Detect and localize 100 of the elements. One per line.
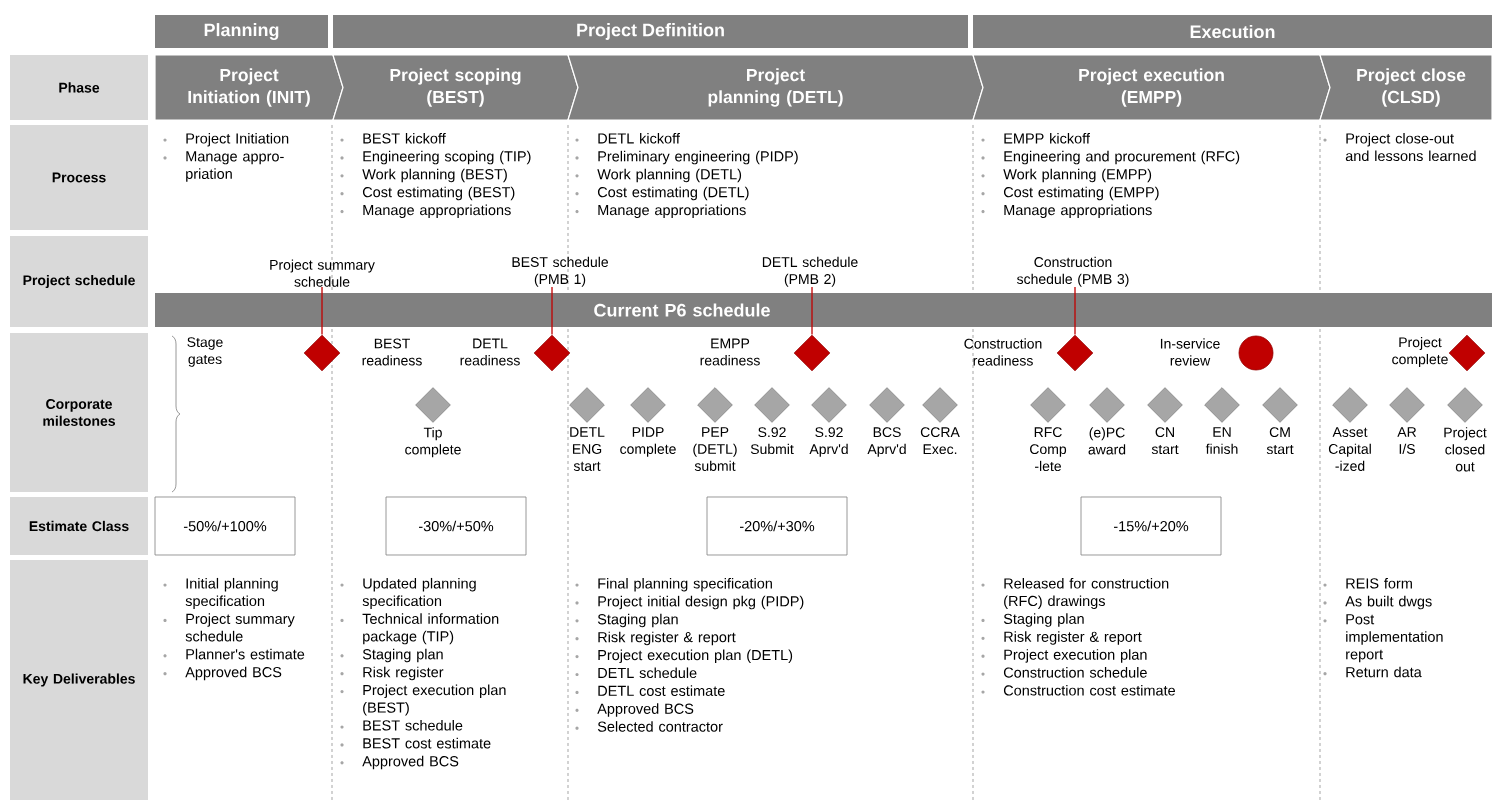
milestone-label: Tip complete (405, 427, 461, 458)
list-item: Technical information package (TIP) (362, 613, 499, 645)
milestone-label: Project closed out (1444, 427, 1487, 472)
list-item: Risk register & report (1004, 631, 1142, 645)
list-item: Manage appropriations (363, 204, 511, 219)
schedule-bar: Current P6 schedule (155, 293, 1492, 327)
list-item: Manage appropriations (1004, 204, 1152, 219)
list-item: Staging plan (362, 648, 443, 663)
list-item: REIS form (1346, 577, 1412, 589)
milestone-diamond (922, 387, 958, 423)
milestone-diamond (415, 387, 451, 423)
phase-banner: Project planning (DETL) (567, 54, 984, 121)
list-item: Selected contractor (597, 721, 723, 732)
estimate-box: -15%/+20% (1080, 496, 1222, 556)
list-item: Risk register & report (598, 631, 736, 646)
leader-line (321, 286, 323, 336)
leader-line (1074, 286, 1076, 336)
schedule-label: Project summary schedule (270, 259, 375, 287)
estimate-box: -30%/+50% (385, 496, 527, 556)
milestone-label: AR I/S (1397, 427, 1417, 454)
milestone-diamond (569, 387, 605, 423)
milestone-diamond (869, 387, 905, 423)
list-item: Project execution plan (BEST) (363, 684, 506, 716)
list-item: Return data (1346, 666, 1422, 678)
list-item: Engineering scoping (TIP) (363, 150, 531, 165)
list-item: Planner's estimate (186, 648, 305, 660)
list-item: Project Initiation (186, 132, 289, 147)
milestone-label: CM start (1266, 427, 1294, 455)
milestone-diamond (1447, 387, 1483, 423)
phase-banner: Project Initiation (INIT) (154, 54, 344, 121)
list-item: Preliminary engineering (PIDP) (598, 150, 798, 165)
list-item: Construction schedule (1003, 667, 1147, 678)
list-item: Approved BCS (362, 755, 459, 770)
list-item: Work planning (DETL) (597, 168, 742, 183)
milestone-diamond (303, 334, 341, 372)
list-item: Updated planning specification (362, 577, 476, 609)
list-item: Final planning specification (598, 577, 772, 592)
milestone-label: EMPP readiness (700, 338, 760, 366)
milestone-diamond (1089, 387, 1125, 423)
row-header: Key Deliverables (10, 560, 148, 800)
phase-band: Execution (973, 15, 1492, 48)
list-item: Work planning (BEST) (362, 168, 507, 183)
milestone-circle (1238, 335, 1274, 371)
list-item: Staging plan (597, 613, 678, 628)
milestone-diamond (754, 387, 790, 423)
phase-band: Project Definition (333, 15, 968, 48)
milestone-diamond (697, 387, 733, 423)
milestone-label: PEP (DETL) submit (693, 427, 737, 471)
milestone-label: S.92 Submit (750, 427, 794, 455)
list-item: DETL cost estimate (598, 685, 725, 696)
milestone-label: CN start (1151, 427, 1179, 455)
row-header: Estimate Class (10, 497, 148, 555)
list-item: Approved BCS (597, 703, 694, 717)
list-item: Cost estimating (EMPP) (1003, 186, 1159, 201)
list-item: DETL schedule (598, 667, 697, 679)
milestone-label: CCRA Exec. (920, 427, 960, 455)
node-label: Project close (CLSD) (1357, 68, 1466, 107)
milestone-label: Project complete (1392, 336, 1448, 367)
milestone-diamond (1262, 387, 1298, 423)
milestone-diamond (1204, 387, 1240, 423)
list-item: Manage appro-priation (186, 151, 284, 182)
milestone-diamond (793, 334, 831, 372)
leader-line (811, 286, 813, 336)
milestone-diamond (1332, 387, 1368, 423)
milestone-label: DETL ENG start (570, 427, 605, 471)
milestone-diamond (1056, 334, 1094, 372)
milestone-diamond (630, 387, 666, 423)
milestone-label: BCS Aprv'd (867, 427, 906, 457)
phase-banner: Project close (CLSD) (1319, 54, 1492, 121)
list-item: Cost estimating (DETL) (597, 186, 749, 201)
phase-band: Planning (155, 15, 328, 48)
milestone-label: BEST readiness (362, 338, 422, 366)
milestone-diamond (533, 334, 571, 372)
row-header: Corporate milestones (10, 333, 148, 492)
row-header: Phase (10, 55, 148, 120)
milestone-diamond (1030, 387, 1066, 423)
schedule-label: Construction schedule (PMB 3) (1017, 256, 1129, 287)
milestone-label: (e)PC award (1088, 427, 1126, 455)
phase-banner: Project scoping (BEST) (332, 54, 579, 121)
milestone-label: PIDP complete (620, 427, 676, 457)
list-item: Post implementation report (1346, 614, 1443, 663)
list-item: EMPP kickoff (1004, 132, 1090, 144)
milestone-diamond (1389, 387, 1425, 423)
list-item: Approved BCS (185, 666, 282, 681)
list-item: Manage appropriations (598, 204, 746, 219)
estimate-box: -20%/+30% (706, 496, 848, 556)
list-item: Cost estimating (BEST) (362, 186, 515, 201)
list-item: BEST schedule (363, 719, 463, 731)
list-item: Risk register (363, 666, 444, 681)
list-item: Staging plan (1003, 613, 1084, 627)
leader-line (551, 286, 553, 336)
milestone-diamond (811, 387, 847, 423)
estimate-box: -50%/+100% (154, 496, 296, 556)
schedule-label: DETL schedule (PMB 2) (762, 256, 858, 287)
row-header: Project schedule (10, 236, 148, 327)
milestone-label: EN finish (1205, 427, 1238, 454)
list-item: Initial planning specification (185, 577, 278, 609)
milestone-label: S.92 Aprv'd (809, 427, 848, 457)
milestone-label: In-service review (1160, 338, 1220, 366)
milestone-label: Asset Capital -ized (1328, 427, 1371, 471)
